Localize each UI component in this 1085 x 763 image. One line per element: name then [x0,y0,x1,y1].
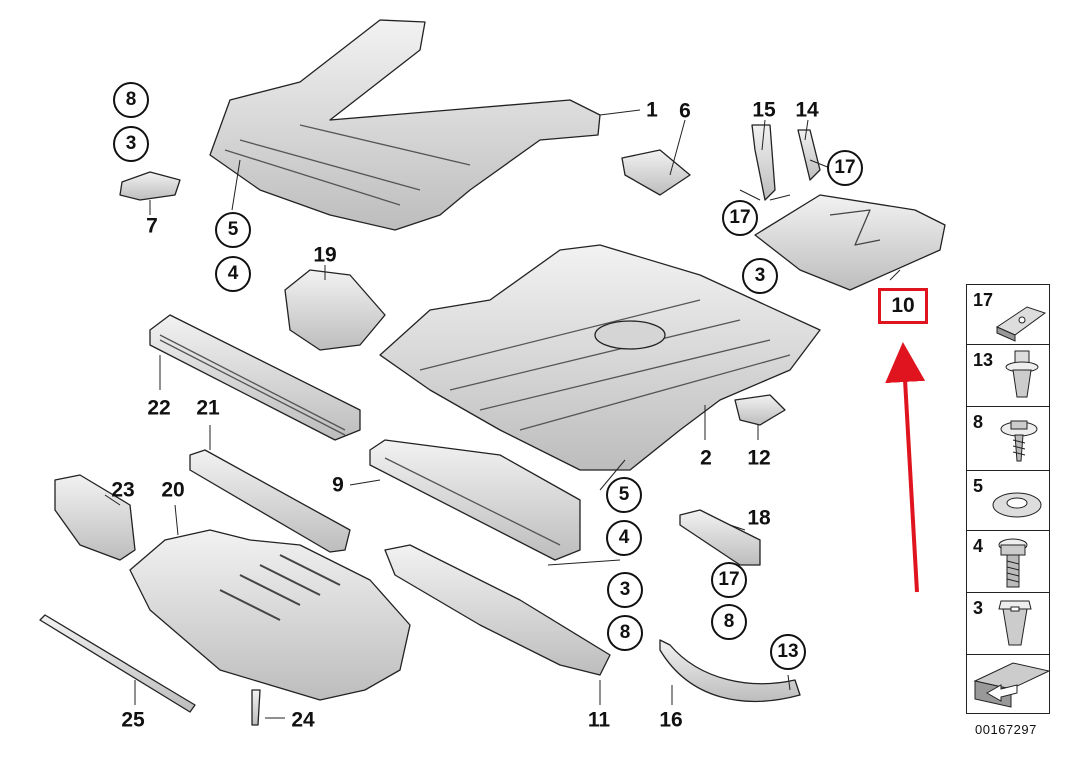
legend-number: 13 [973,350,994,370]
part-6-bracket [621,149,691,196]
diagram-reference-number: 00167297 [975,722,1037,737]
legend-item-13: 13 [967,345,1049,407]
part-10-side-shield [754,194,946,291]
part-11-spoiler [384,544,611,676]
legend-number: 3 [973,598,984,618]
push-rivet-icon [1005,350,1039,398]
part-16-trim [659,639,801,703]
label-21: 21 [196,396,220,420]
part-18-bracket [679,509,761,566]
part-9-duct [369,439,581,561]
part-20-lower-shield [129,529,411,701]
label-22: 22 [147,396,171,420]
circle-label-8: 8 [113,82,149,118]
part-1-upper-shield [209,19,601,231]
circle-label-17: 17 [827,150,863,186]
label-19: 19 [313,243,337,267]
part-7-clip [119,171,181,201]
legend-number: 5 [973,476,984,496]
label-12: 12 [747,446,771,470]
circle-label-5: 5 [606,477,642,513]
label-14: 14 [795,98,819,122]
part-19-bracket [284,269,386,351]
label-11: 11 [587,708,611,732]
expanding-nut-icon [998,600,1032,646]
circle-label-17: 17 [722,200,758,236]
circle-label-3: 3 [113,126,149,162]
part-25-rod [39,614,196,713]
circle-label-13: 13 [770,634,806,670]
label-16: 16 [659,708,683,732]
label-20: 20 [161,478,185,502]
legend-item-8: 8 [967,407,1049,471]
label-7: 7 [146,214,158,238]
part-15-bracket [751,124,776,201]
legend-symbol [967,655,1051,715]
part-23-deflector [54,474,136,561]
label-2: 2 [700,446,712,470]
highlighted-part-label-10: 10 [878,288,928,324]
part-21-brace [189,449,351,553]
bolt-icon [998,538,1028,588]
label-6: 6 [679,99,691,123]
label-9: 9 [332,473,344,497]
exploded-view-symbol-icon [973,662,1051,708]
legend-number: 8 [973,412,984,432]
legend-item-5: 5 [967,471,1049,531]
clip-nut-icon [995,306,1047,342]
part-2-main-shield [379,244,821,471]
circle-label-5: 5 [215,212,251,248]
label-1: 1 [646,98,658,122]
part-22-panel [149,314,361,441]
circle-label-8: 8 [607,615,643,651]
circle-label-3: 3 [607,572,643,608]
part-12-flap [734,394,786,426]
label-24: 24 [291,708,315,732]
part-14-bracket [797,129,821,181]
screw-icon [1000,420,1038,462]
circle-label-4: 4 [606,520,642,556]
legend-number: 17 [973,290,994,310]
fastener-legend: 17 13 8 5 4 [966,284,1051,715]
circle-label-17: 17 [711,562,747,598]
label-25: 25 [121,708,145,732]
legend-item-3: 3 [967,593,1049,655]
washer-icon [992,492,1042,518]
circle-label-4: 4 [215,256,251,292]
legend-item-4: 4 [967,531,1049,593]
highlight-arrow [885,342,926,593]
legend-number: 4 [973,536,984,556]
legend-item-17: 17 [967,285,1049,345]
label-15: 15 [752,98,776,122]
circle-label-8: 8 [711,604,747,640]
part-24-screw [251,689,261,726]
label-18: 18 [747,506,771,530]
label-23: 23 [111,478,135,502]
circle-label-3: 3 [742,258,778,294]
